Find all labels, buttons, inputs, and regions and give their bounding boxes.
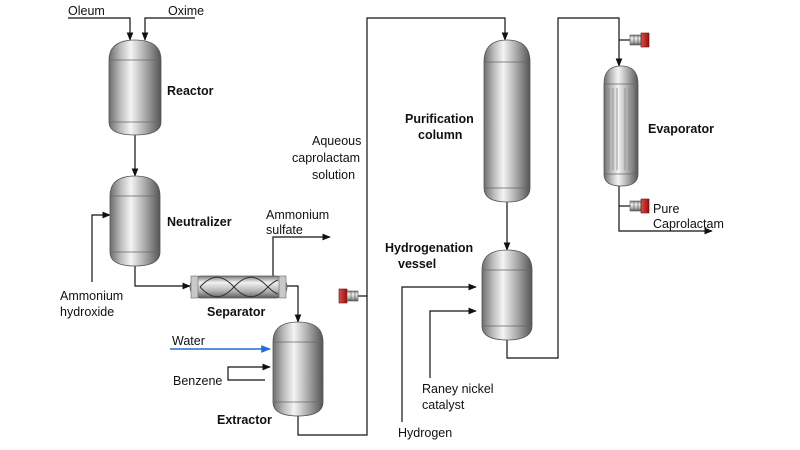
reactor-coil	[114, 68, 158, 112]
benzene-pipe	[227, 363, 271, 381]
pipe-network	[68, 17, 713, 436]
extractor-vessel	[272, 321, 324, 417]
oleum-label: Oleum	[68, 4, 105, 18]
ammonium-hydroxide-label-2: hydroxide	[60, 305, 114, 319]
heater-element-mid	[338, 288, 359, 304]
separator-vessel	[189, 275, 288, 299]
ammonium-sulfate-label-1: Ammonium	[266, 208, 329, 222]
purification-coil	[488, 82, 527, 172]
hydrogenation-label-2: vessel	[398, 257, 436, 271]
aqueous-label-2: caprolactam	[292, 151, 360, 165]
ammonium-hydroxide-label-1: Ammonium	[60, 289, 123, 303]
purification-label-1: Purification	[405, 112, 474, 126]
ammonium-sulfate-label-2: sulfate	[266, 223, 303, 237]
neutralizer-to-separator-pipe	[134, 266, 191, 290]
raney-nickel-pipe	[429, 307, 477, 378]
evaporator-tubes	[608, 88, 634, 170]
evaporator-vessel	[603, 65, 639, 187]
oxime-pipe	[141, 17, 195, 41]
raney-nickel-label-2: catalyst	[422, 398, 465, 412]
water-label: Water	[172, 334, 205, 348]
pure-caprolactam-label-2: Caprolactam	[653, 217, 724, 231]
evaporator-label: Evaporator	[648, 122, 714, 136]
reactor-vessel	[108, 39, 162, 136]
pure-caprolactam-label-1: Pure	[653, 202, 679, 216]
ammonium-sulfate-pipe	[272, 233, 331, 278]
separator-label: Separator	[207, 305, 265, 319]
neutralizer-label: Neutralizer	[167, 215, 232, 229]
hydrogenation-label-1: Hydrogenation	[385, 241, 473, 255]
heater-element-top	[629, 32, 650, 48]
neutralizer-vessel	[109, 175, 161, 267]
hydrogen-label: Hydrogen	[398, 426, 452, 440]
extractor-label: Extractor	[217, 413, 272, 427]
oleum-pipe	[68, 17, 134, 41]
aqueous-label-3: solution	[312, 168, 355, 182]
hydrogenation-to-evaporator-pipe	[506, 17, 623, 359]
benzene-label: Benzene	[173, 374, 222, 388]
aqueous-label-1: Aqueous	[312, 134, 361, 148]
raney-nickel-label-1: Raney nickel	[422, 382, 494, 396]
ammonium-hydroxide-pipe	[91, 211, 111, 282]
hydrogenation-vessel	[481, 249, 533, 341]
separator-helix	[199, 276, 279, 298]
pure-caprolactam-pipe	[618, 186, 713, 235]
heater-element-bottom	[629, 198, 650, 214]
purification-column	[483, 39, 531, 203]
labels: Oleum Oxime Reactor Neutralizer Ammonium…	[60, 4, 724, 440]
purification-label-2: column	[418, 128, 462, 142]
reactor-label: Reactor	[167, 84, 214, 98]
hydrogen-pipe	[401, 283, 477, 422]
separator-to-extractor-pipe	[287, 285, 302, 323]
oxime-label: Oxime	[168, 4, 204, 18]
extractor-to-purification-pipe	[297, 17, 509, 436]
